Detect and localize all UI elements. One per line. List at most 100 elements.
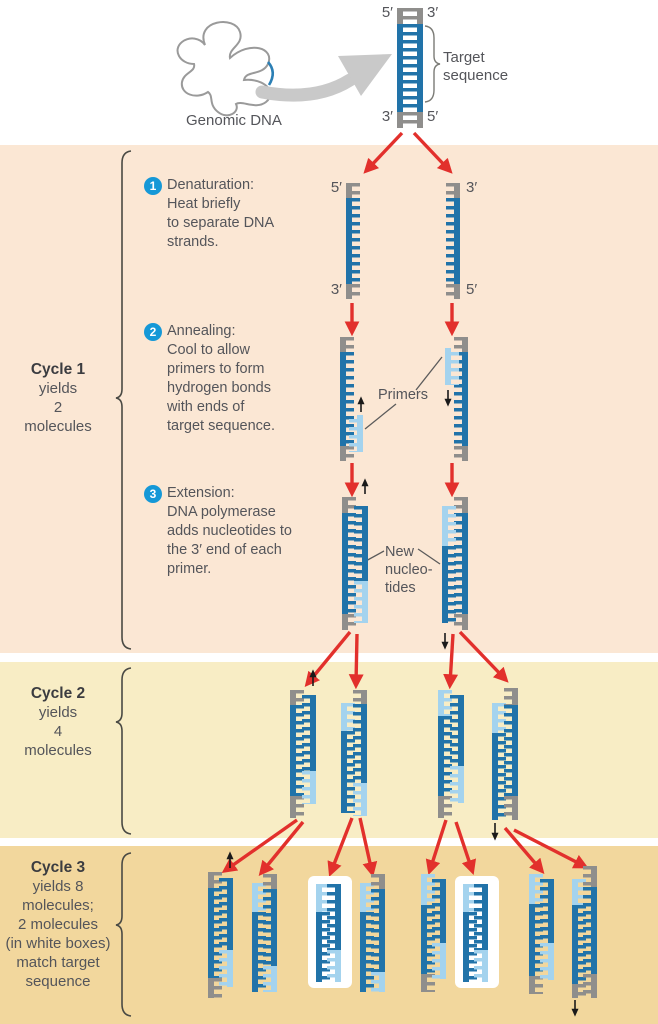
- strand-segment: [379, 971, 385, 992]
- strand-segment: [512, 688, 518, 706]
- rung-segment: [258, 883, 266, 912]
- rung-segment: [403, 23, 411, 113]
- strand-segment: [492, 733, 498, 820]
- rung-segment: [474, 884, 482, 950]
- step-text-line: target sequence.: [167, 418, 276, 434]
- dna-rungs-cycle3-m1: [219, 878, 227, 987]
- strand-segment: [227, 878, 233, 950]
- target-sequence-brace: [424, 25, 441, 103]
- rung-segment: [535, 976, 543, 994]
- red-arrow: [348, 633, 364, 690]
- strand-segment: [290, 796, 296, 818]
- dna-strand-cycle3-m7: [529, 874, 535, 994]
- rung-segment: [454, 614, 462, 630]
- primers-label: Primers: [378, 387, 428, 403]
- cycle2-section: [0, 662, 658, 838]
- strand-segment: [548, 878, 554, 944]
- cycle1-section: [0, 145, 658, 653]
- rung-segment: [352, 183, 360, 199]
- strand-segment: [397, 23, 403, 113]
- strand-segment: [208, 977, 214, 998]
- rung-segment: [454, 337, 462, 352]
- rung-segment: [450, 766, 458, 803]
- dna-strand-extension-left: [362, 506, 368, 624]
- step-text-line: with ends of: [167, 399, 245, 415]
- strand-segment: [572, 905, 578, 984]
- rung-segment: [263, 966, 271, 992]
- step-number-badge: 2: [144, 323, 162, 341]
- rung-segment: [446, 283, 454, 299]
- cycle1-title: Cycle 1: [30, 361, 86, 378]
- dna-rungs-annealing-left: [346, 337, 354, 461]
- step-text-line: primers to form: [167, 361, 265, 377]
- step-text-line: to separate DNA: [167, 215, 275, 231]
- strand-segment: [512, 796, 518, 820]
- cycle3-title: Cycle 3: [30, 859, 86, 876]
- rung-segment: [348, 512, 356, 615]
- rung-segment: [444, 796, 452, 818]
- strand-segment: [591, 887, 597, 975]
- cycle3-label-line: sequence: [25, 973, 91, 990]
- step-extension-text: Extension: DNA polymerase adds nucleotid…: [167, 484, 292, 579]
- rung-segment: [403, 8, 411, 24]
- rung-segment: [348, 497, 356, 513]
- dna-rungs-cycle2-m2: [347, 702, 355, 814]
- dna-strand-annealing-left: [357, 415, 363, 453]
- rung-segment: [352, 283, 360, 299]
- strand-segment: [421, 974, 427, 992]
- dna-rungs-extension-right: [448, 506, 456, 624]
- strand-segment: [361, 703, 367, 784]
- rung-segment: [448, 546, 456, 624]
- strand-segment: [316, 912, 322, 982]
- step-denaturation-text: Denaturation: Heat briefly to separate D…: [167, 176, 274, 252]
- strand-segment: [335, 949, 341, 982]
- magnify-arrow-head: [338, 54, 392, 96]
- cycle2-label: Cycle 2 yields 4 molecules: [4, 684, 112, 760]
- strand-segment: [572, 983, 578, 998]
- strand-segment: [529, 976, 535, 994]
- rung-segment: [444, 690, 452, 716]
- strand-segment: [421, 874, 427, 905]
- strand-segment: [227, 949, 233, 987]
- rung-segment: [353, 690, 361, 704]
- prime-end-label: 5′: [427, 108, 439, 125]
- rung-segment: [451, 348, 459, 386]
- step-text-line: Heat briefly: [167, 196, 241, 212]
- strand-segment: [442, 546, 448, 624]
- red-arrow: [358, 817, 378, 878]
- cycle3-label-line: (in white boxes): [5, 935, 111, 952]
- strand-segment: [252, 911, 258, 992]
- strand-segment: [529, 904, 535, 976]
- rung-segment: [258, 911, 266, 992]
- dna-strand-cycle3-m2: [252, 883, 258, 992]
- rung-segment: [446, 183, 454, 199]
- cycle2-label-line: yields: [38, 704, 78, 721]
- dna-rungs-cycle2-m1: [296, 690, 304, 818]
- strand-segment: [482, 884, 488, 950]
- strand-segment: [421, 904, 427, 975]
- dna-rungs-annealing-right: [454, 337, 462, 461]
- rung-segment: [432, 878, 440, 943]
- dna-rungs-denatured-strand-left: [352, 183, 360, 299]
- strand-segment: [572, 879, 578, 906]
- dna-strand-cycle2-m3: [438, 690, 444, 818]
- prime-end-label: 3′: [330, 281, 342, 298]
- strand-segment: [361, 783, 367, 816]
- step-text-line: Annealing:: [167, 323, 236, 339]
- rung-segment: [322, 912, 330, 982]
- rung-segment: [427, 874, 435, 905]
- strand-segment: [440, 942, 446, 979]
- magnify-arrow: [255, 73, 357, 102]
- rung-segment: [504, 705, 512, 797]
- strand-segment: [417, 23, 423, 113]
- rung-segment: [409, 8, 417, 24]
- new-nucleotides-line: nucleo-: [385, 562, 433, 578]
- dna-strand-annealing-right: [462, 337, 468, 461]
- step-text-line: Extension:: [167, 485, 235, 501]
- dna-strand-cycle3-m8: [572, 879, 578, 998]
- rung-segment: [535, 874, 543, 904]
- rung-segment: [366, 911, 374, 992]
- rung-segment: [214, 872, 222, 889]
- strand-segment: [548, 943, 554, 980]
